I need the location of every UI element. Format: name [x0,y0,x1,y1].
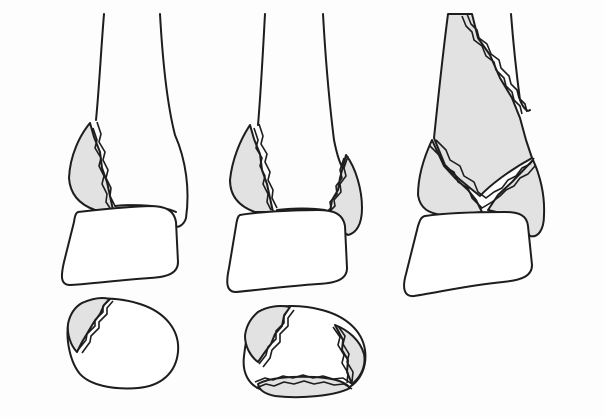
panel-b-tibia-shaft [258,14,344,170]
panel-c-distal-tibia-fracture [404,14,544,296]
panel-a-medial-malleolus-fracture [62,14,188,388]
panel-b-medial-malleolus-fragment [230,125,273,212]
panel-b-bimalleolar-fracture [227,14,365,397]
panel-c-talus [404,212,532,296]
panel-b-talus [227,210,347,292]
panel-a-talus [62,206,178,285]
